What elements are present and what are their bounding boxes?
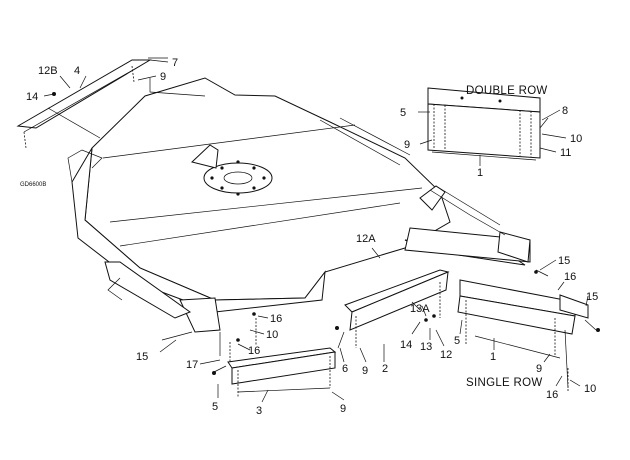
callout-16: 16	[564, 271, 576, 283]
callout-3: 3	[256, 405, 262, 417]
callout-7: 7	[172, 57, 178, 69]
callout-10: 10	[266, 329, 278, 341]
callout-9: 9	[362, 365, 368, 377]
callout-5: 5	[454, 335, 460, 347]
callout-16: 16	[248, 345, 260, 357]
caption-double-row: DOUBLE ROW	[466, 85, 548, 97]
callout-15: 15	[586, 291, 598, 303]
callout-1: 1	[477, 167, 483, 179]
callout-14: 14	[400, 339, 412, 351]
callout-2: 2	[382, 363, 388, 375]
callout-17: 17	[186, 359, 198, 371]
callout-10: 10	[570, 133, 582, 145]
callout-12: 12	[440, 349, 452, 361]
callout-13a: 13A	[410, 303, 430, 315]
callout-9: 9	[404, 139, 410, 151]
callout-14: 14	[26, 91, 38, 103]
callout-1: 1	[490, 351, 496, 363]
callout-5: 5	[212, 401, 218, 413]
callout-5: 5	[400, 107, 406, 119]
callout-15: 15	[558, 255, 570, 267]
callout-16: 16	[270, 313, 282, 325]
callout-12b: 12B	[38, 65, 58, 77]
center-chain-shield	[335, 269, 450, 349]
callout-10: 10	[584, 383, 596, 395]
caption-single-row: SINGLE ROW	[466, 377, 542, 389]
callout-16: 16	[546, 389, 558, 401]
double-row-chain-shield	[427, 87, 549, 161]
callout-9: 9	[536, 363, 542, 375]
callout-4: 4	[74, 65, 80, 77]
callout-13: 13	[420, 341, 432, 353]
callout-8: 8	[562, 105, 568, 117]
callout-9: 9	[160, 71, 166, 83]
leader-lines	[43, 59, 589, 403]
callout-6: 6	[342, 363, 348, 375]
single-row-chain-shield	[457, 269, 600, 392]
mower-deck	[67, 77, 531, 333]
callout-12a: 12A	[356, 233, 376, 245]
lower-chain-shield	[161, 312, 337, 398]
figure-code: GD6600B	[20, 182, 46, 188]
callout-11: 11	[560, 147, 571, 159]
callout-9: 9	[340, 403, 346, 415]
callout-15: 15	[136, 351, 148, 363]
front-chain-shield	[16, 57, 206, 149]
